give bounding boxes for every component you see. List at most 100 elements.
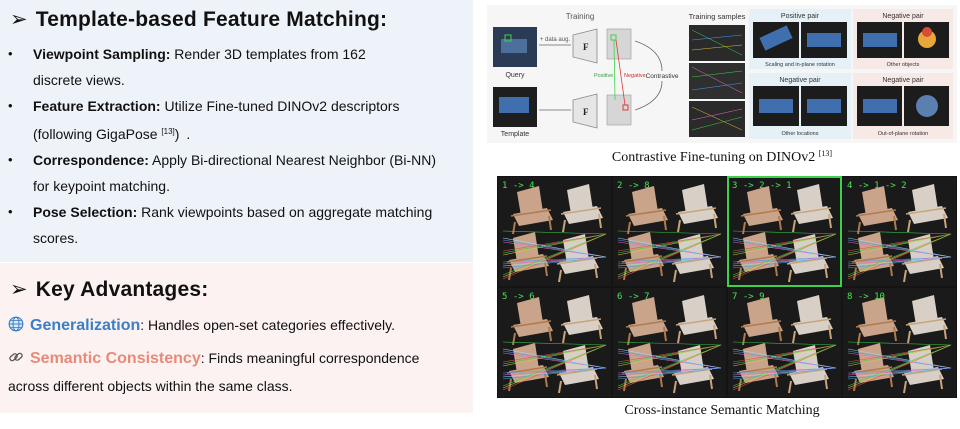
tile-label: 4 -> 1 -> 2 (847, 181, 907, 191)
match-line (732, 344, 837, 389)
match-line (617, 367, 722, 380)
match-line (617, 233, 722, 254)
match-line (502, 256, 607, 267)
matching-tile: 5 -> 6 (498, 288, 611, 397)
other-locations-label: Other locations (782, 131, 819, 137)
tile-label: 2 -> 8 (617, 181, 650, 191)
match-line (732, 367, 837, 380)
match-line (617, 233, 722, 276)
match-line (617, 348, 722, 369)
match-line (617, 344, 722, 387)
positive-link (613, 39, 616, 101)
semantic-row: Semantic Consistency: Finds meaningful c… (8, 349, 419, 368)
chair-image (625, 297, 668, 346)
match-line (617, 241, 722, 258)
chair-image (855, 186, 898, 235)
contrastive-label: Contrastive (646, 73, 679, 80)
match-line (617, 344, 722, 389)
item-term: Feature Extraction: (33, 98, 161, 114)
match-line (502, 344, 607, 391)
match-line (847, 233, 952, 276)
encoder-template (572, 93, 598, 129)
match-line (847, 344, 952, 387)
pair-object (807, 33, 841, 47)
match-line (732, 256, 837, 265)
match-line (617, 237, 722, 258)
match-line (847, 344, 952, 389)
pair-object (863, 33, 897, 47)
samples-header: Training samples (689, 12, 746, 21)
pair-object (759, 25, 793, 51)
match-line (502, 341, 607, 346)
match-line (502, 367, 607, 376)
match-line (847, 344, 952, 365)
list-item: Pose Selection: Rank viewpoints based on… (8, 199, 453, 251)
match-line (617, 344, 722, 363)
match-line (617, 367, 722, 374)
match-line (502, 344, 607, 387)
negative-pair-header: Negative pair (882, 13, 924, 20)
matching-tile: 4 -> 1 -> 2 (843, 177, 956, 286)
match-line (502, 233, 607, 252)
chair-image (510, 297, 553, 346)
chair-image (560, 184, 603, 233)
pair-object (807, 99, 841, 113)
citation: [13] (818, 149, 833, 158)
match-line (617, 350, 722, 369)
matching-tile: 8 -> 10 (843, 288, 956, 397)
item-text: Utilize Fine-tuned DINOv2 descriptors (f… (33, 98, 407, 142)
arrow-icon: ➢ (10, 277, 28, 301)
match-line (847, 241, 952, 258)
encoder-query (572, 28, 598, 64)
match-line (847, 350, 952, 369)
template-object (499, 97, 529, 113)
pair-object (918, 30, 936, 48)
advantages-title: ➢Key Advantages: (10, 277, 209, 301)
match-line (617, 256, 722, 265)
match-line (502, 348, 607, 369)
arrow-icon: ➢ (10, 7, 28, 31)
sample-image (689, 63, 745, 99)
item-tail: ) . (174, 126, 191, 142)
item-text: Render 3D templates from 162 discrete vi… (33, 46, 366, 88)
match-line (732, 350, 837, 369)
sample-image (689, 101, 745, 137)
match-line (847, 341, 952, 346)
match-line (732, 239, 837, 258)
match-line (732, 348, 837, 369)
match-line (502, 233, 607, 278)
citation: [13] (161, 127, 175, 136)
query-object (501, 39, 527, 53)
chair-image (790, 184, 833, 233)
match-line (847, 230, 952, 235)
tile-label: 6 -> 7 (617, 292, 650, 302)
match-line (502, 350, 607, 369)
match-line (847, 233, 952, 256)
chair-image (675, 184, 718, 233)
chair-image (675, 295, 718, 344)
match-line (847, 367, 952, 374)
chair-image (560, 295, 603, 344)
match-line (847, 348, 952, 369)
match-line (617, 344, 722, 391)
match-line (732, 237, 837, 258)
sample-match-lines (691, 29, 743, 131)
matching-tile: 1 -> 4 (498, 177, 611, 286)
features-list: Viewpoint Sampling: Render 3D templates … (8, 41, 468, 251)
match-line (847, 233, 952, 280)
matching-caption: Cross-instance Semantic Matching (624, 403, 820, 418)
match-line (732, 367, 837, 374)
match-line (732, 341, 837, 346)
match-line (502, 344, 607, 389)
chair-image (851, 232, 894, 281)
match-line (847, 367, 952, 380)
match-line (847, 256, 952, 269)
match-line (732, 344, 837, 365)
pair-object (922, 27, 932, 37)
list-item: Feature Extraction: Utilize Fine-tuned D… (8, 93, 413, 147)
negative-pair-header: Negative pair (779, 77, 821, 84)
match-line (502, 256, 607, 269)
match-line (732, 233, 837, 256)
match-line (732, 233, 837, 252)
